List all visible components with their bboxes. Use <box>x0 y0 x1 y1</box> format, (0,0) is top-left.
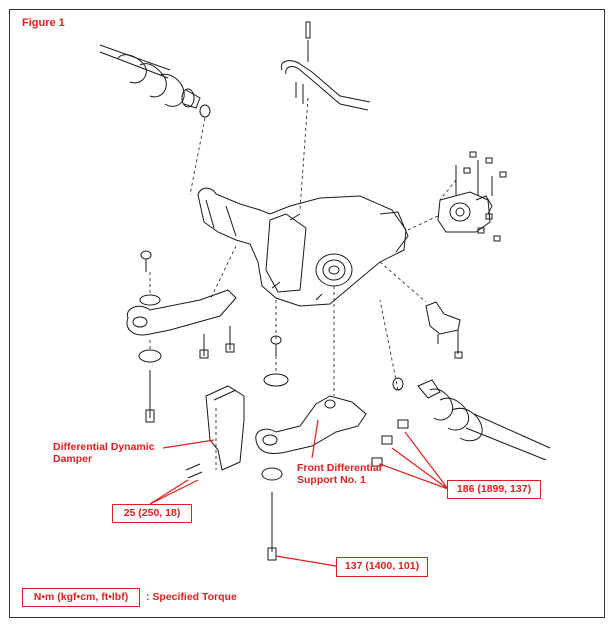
torque-186: 186 (1899, 137) <box>447 480 541 499</box>
assembly-lines <box>149 97 457 470</box>
torque-25: 25 (250, 18) <box>112 504 192 523</box>
damper-callout-line-2: Damper <box>53 453 93 465</box>
support-callout: Front Differential Support No. 1 <box>297 462 382 486</box>
damper-callout-line-1: Differential Dynamic <box>53 441 155 453</box>
dynamic-damper <box>185 385 245 479</box>
figure-title: Figure 1 <box>22 17 65 29</box>
legend-units-box: N•m (kgf•cm, ft•lbf) <box>22 588 140 607</box>
leader-lines <box>149 419 449 567</box>
rear-mount-bracket <box>126 250 237 423</box>
actuator-assembly <box>437 151 507 242</box>
support-bolts <box>371 419 409 467</box>
torque-137: 137 (1400, 101) <box>336 557 428 577</box>
support-callout-line-1: Front Differential <box>297 462 382 474</box>
left-drive-shaft <box>99 44 211 118</box>
damper-callout: Differential Dynamic Damper <box>53 441 155 465</box>
breather-hose <box>280 21 371 111</box>
side-mount <box>425 301 463 359</box>
legend-label: : Specified Torque <box>146 591 237 603</box>
right-drive-shaft <box>392 377 551 461</box>
differential-housing <box>197 187 409 307</box>
support-callout-line-2: Support No. 1 <box>297 474 366 486</box>
front-diff-support <box>255 335 367 561</box>
